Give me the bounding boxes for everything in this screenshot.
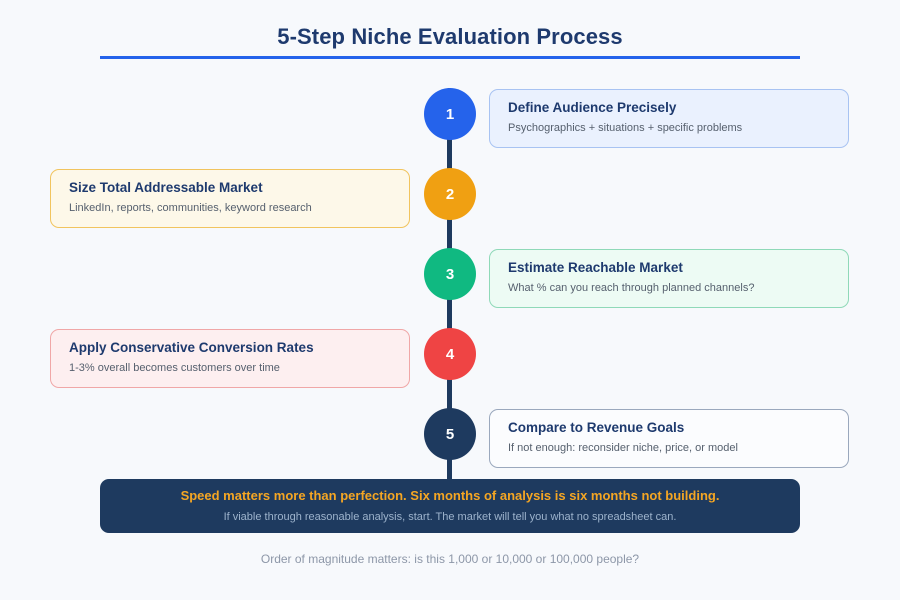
- step-card-title: Size Total Addressable Market: [69, 180, 263, 195]
- step-card-title: Define Audience Precisely: [508, 100, 677, 115]
- step-card-title: Compare to Revenue Goals: [508, 420, 685, 435]
- footnote: Order of magnitude matters: is this 1,00…: [260, 552, 640, 566]
- step-card-4: Apply Conservative Conversion Rates 1-3% …: [50, 329, 410, 388]
- step-card-description: 1-3% overall becomes customers over time: [69, 362, 280, 375]
- summary-banner: Speed matters more than perfection. Six …: [100, 479, 800, 533]
- step-number-badge-3: 3: [424, 248, 476, 300]
- step-row: Apply Conservative Conversion Rates 1-3% …: [0, 328, 900, 388]
- title-underline-rule: [100, 56, 800, 59]
- banner-headline: Speed matters more than perfection. Six …: [180, 488, 720, 504]
- header: 5-Step Niche Evaluation Process: [0, 0, 900, 70]
- step-card-description: Psychographics + situations + specific p…: [508, 122, 743, 135]
- step-card-title: Estimate Reachable Market: [508, 260, 683, 275]
- banner-subtext: If viable through reasonable analysis, s…: [223, 510, 677, 523]
- step-number-badge-2: 2: [424, 168, 476, 220]
- step-card-5: Compare to Revenue Goals If not enough: r…: [489, 409, 849, 468]
- step-number-badge-4: 4: [424, 328, 476, 380]
- step-card-description: LinkedIn, reports, communities, keyword …: [69, 202, 312, 215]
- step-card-description: If not enough: reconsider niche, price, …: [508, 442, 738, 455]
- page-title: 5-Step Niche Evaluation Process: [277, 24, 623, 49]
- step-number-badge-1: 1: [424, 88, 476, 140]
- step-row: Compare to Revenue Goals If not enough: r…: [0, 408, 900, 468]
- step-card-description: What % can you reach through planned cha…: [508, 282, 755, 295]
- step-number-badge-5: 5: [424, 408, 476, 460]
- step-card-title: Apply Conservative Conversion Rates: [69, 340, 314, 355]
